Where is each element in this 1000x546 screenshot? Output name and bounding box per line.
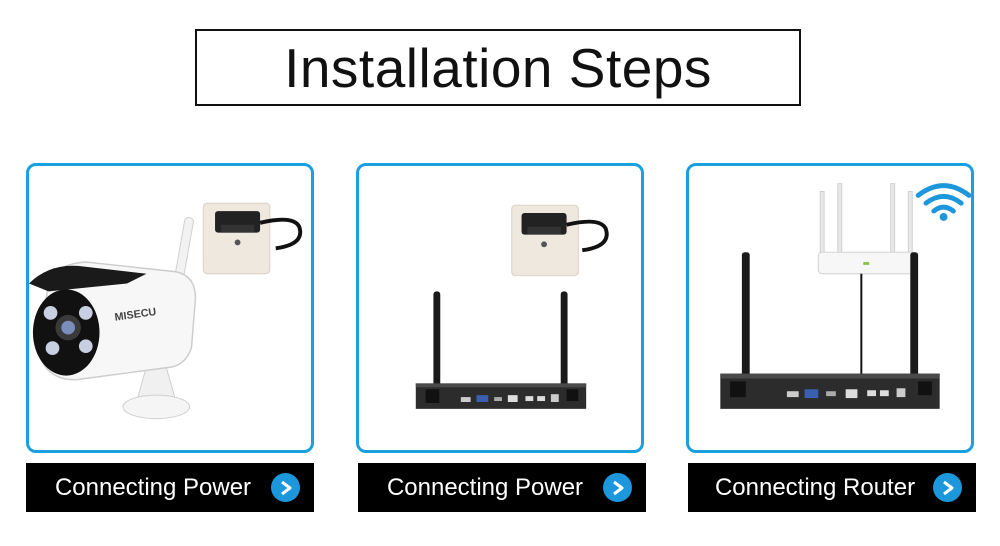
nvr-device-icon <box>415 383 587 409</box>
step-1-panel: MISECU <box>26 163 314 453</box>
camera-icon: MISECU <box>29 261 197 381</box>
power-outlet-icon <box>511 204 609 277</box>
step-1-label: Connecting Power <box>54 473 252 501</box>
step-2-panel <box>356 163 644 453</box>
antenna-icon <box>741 252 919 400</box>
router-icon <box>817 183 917 384</box>
nvr-power-illustration <box>415 204 609 409</box>
wifi-icon <box>915 183 971 221</box>
power-outlet-icon <box>202 202 303 275</box>
step-1-caption[interactable]: Connecting Power <box>26 463 314 512</box>
step-2-label: Connecting Power <box>386 473 584 501</box>
camera-power-illustration: MISECU <box>29 202 303 420</box>
chevron-right-icon[interactable] <box>603 473 632 502</box>
step-2-caption[interactable]: Connecting Power <box>358 463 646 512</box>
step-3-panel <box>686 163 974 453</box>
nvr-router-illustration <box>720 183 971 409</box>
chevron-right-icon[interactable] <box>933 473 962 502</box>
page-title: Installation Steps <box>284 36 712 99</box>
step-3-label: Connecting Router <box>714 473 916 501</box>
chevron-right-icon[interactable] <box>271 473 300 502</box>
antenna-icon <box>433 291 568 400</box>
title-box: Installation Steps <box>195 29 801 106</box>
svg-text:MISECU: MISECU <box>114 306 157 324</box>
step-3-caption[interactable]: Connecting Router <box>688 463 976 512</box>
nvr-device-icon <box>720 373 940 409</box>
